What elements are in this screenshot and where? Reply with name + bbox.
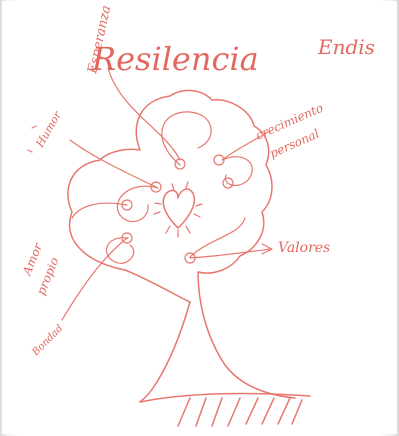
drawing-title: Resilencia — [91, 40, 259, 78]
tree-trunk-right — [198, 272, 295, 398]
connector-esperanza — [108, 68, 180, 160]
branch-spiral-right — [222, 157, 252, 186]
connector-humor — [70, 140, 156, 187]
tick-mark — [28, 150, 32, 152]
connector-valores — [190, 249, 270, 258]
grass-hatching — [178, 398, 302, 426]
label-bondad: Bondad — [30, 323, 66, 359]
heart-icon — [163, 189, 194, 228]
ground-line — [140, 394, 310, 402]
tree-crown-outline — [68, 90, 272, 302]
branch-spiral-top — [162, 112, 211, 165]
branch-spiral-lowright — [190, 218, 245, 257]
heart-rays — [154, 182, 202, 237]
tree-trunk-left — [140, 302, 190, 402]
connector-amor — [72, 203, 127, 218]
label-humor: Humor — [33, 109, 65, 151]
label-valores: Valores — [278, 240, 330, 256]
author-signature: Endis — [317, 35, 375, 59]
connector-bondad — [62, 238, 127, 320]
tick-mark — [32, 126, 36, 128]
